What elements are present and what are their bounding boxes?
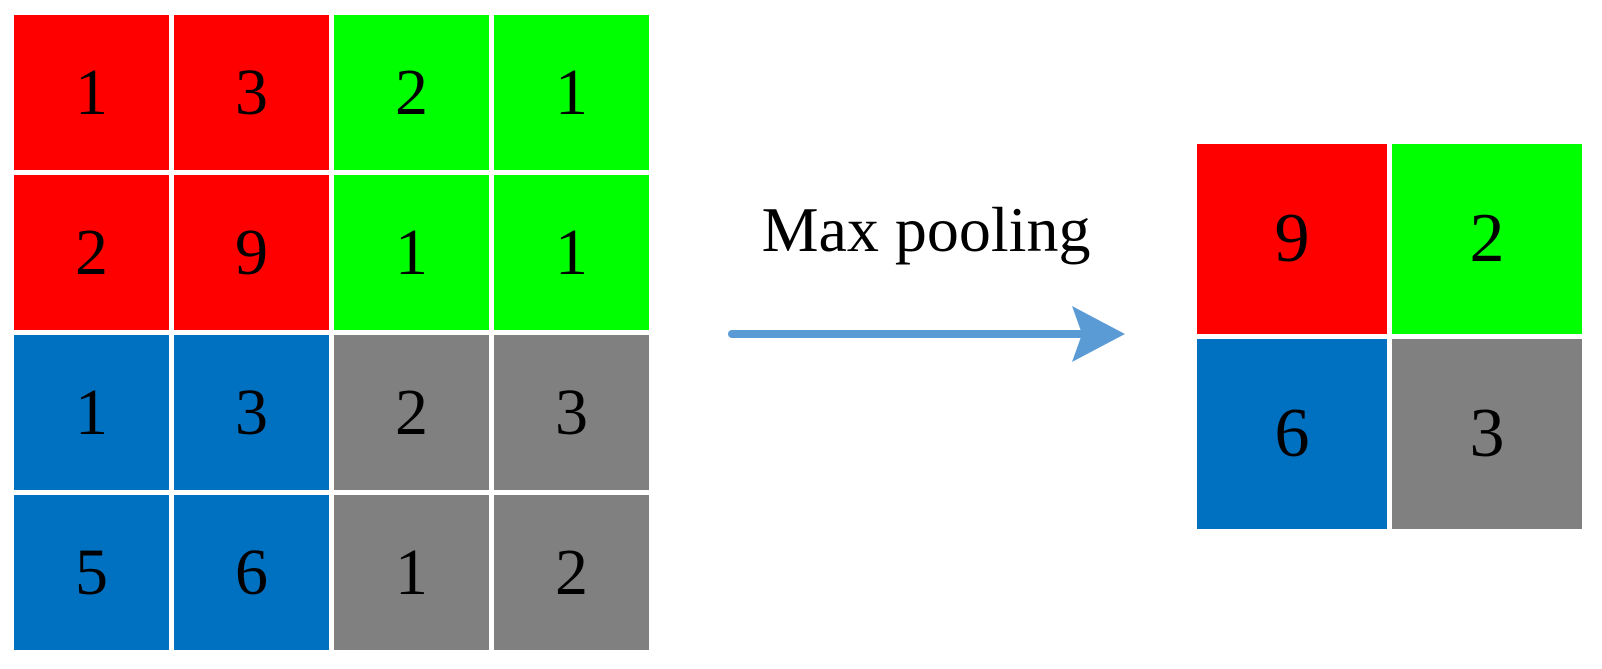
output-cell-r1-c2: 2 (1392, 144, 1582, 334)
input-cell-r2-c3: 1 (334, 175, 489, 330)
output-cell-r2-c1: 6 (1197, 339, 1387, 529)
input-cell-r3-c3: 2 (334, 335, 489, 490)
input-cell-r4-c4: 2 (494, 495, 649, 650)
input-cell-r1-c1: 1 (14, 15, 169, 170)
input-cell-r1-c2: 3 (174, 15, 329, 170)
output-cell-r2-c2: 3 (1392, 339, 1582, 529)
input-cell-r1-c4: 1 (494, 15, 649, 170)
input-cell-r4-c3: 1 (334, 495, 489, 650)
input-cell-r2-c4: 1 (494, 175, 649, 330)
input-cell-r3-c4: 3 (494, 335, 649, 490)
input-cell-r4-c1: 5 (14, 495, 169, 650)
input-cell-r3-c1: 1 (14, 335, 169, 490)
input-cell-r1-c3: 2 (334, 15, 489, 170)
output-cell-r1-c1: 9 (1197, 144, 1387, 334)
input-cell-r3-c2: 3 (174, 335, 329, 490)
right-arrow-icon (728, 306, 1125, 362)
input-cell-r2-c2: 9 (174, 175, 329, 330)
input-cell-r2-c1: 2 (14, 175, 169, 330)
input-cell-r4-c2: 6 (174, 495, 329, 650)
arrow-head (1072, 306, 1125, 362)
operation-label: Max pooling (761, 194, 1091, 265)
